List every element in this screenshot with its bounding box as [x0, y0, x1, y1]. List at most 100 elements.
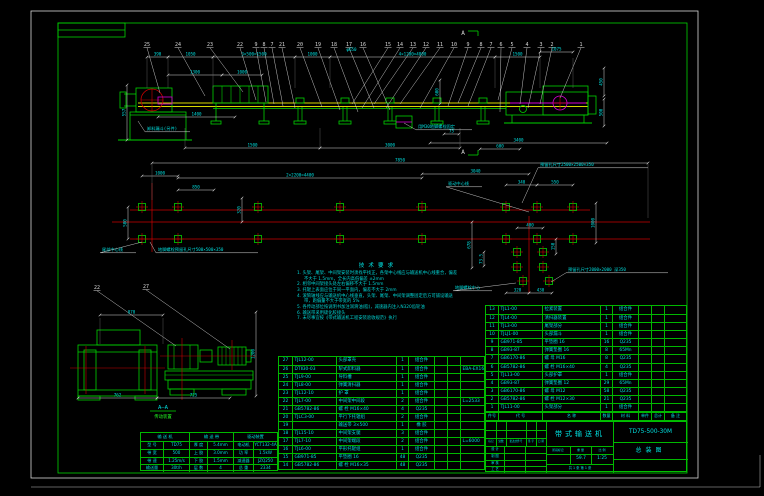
drawing-title: 带式输送机 — [555, 430, 605, 438]
table-cell: 组合件 — [408, 438, 434, 445]
table-cell: TJL15-10 — [292, 430, 336, 437]
table-cell — [638, 355, 651, 363]
params-cell: 总 重 — [233, 465, 253, 472]
balloon-label: 8 — [479, 42, 482, 48]
dim-tick — [240, 196, 244, 200]
table-cell: 19 — [282, 423, 289, 428]
dim-tick — [458, 146, 462, 150]
table-cell — [664, 395, 686, 403]
dim-tick — [594, 201, 598, 205]
label-text: 预留孔尺寸2500×2500×350 — [540, 161, 594, 168]
table-cell — [638, 395, 651, 403]
table-cell: 组合件 — [408, 374, 434, 381]
table-cell: 头架部分 — [542, 403, 600, 411]
table-cell — [447, 374, 460, 381]
table-cell — [638, 306, 651, 315]
titleblock-gridline — [546, 454, 613, 455]
idler-bracket — [340, 97, 350, 104]
table-cell — [447, 422, 460, 429]
dim-text: 1000 — [237, 70, 248, 75]
table-cell: 护 罩 — [336, 390, 396, 397]
dim-tick — [482, 264, 486, 268]
table-cell: 组合件 — [612, 306, 638, 315]
table-cell — [434, 382, 447, 389]
titleblock-label: 工 艺 — [491, 467, 499, 472]
leader-line — [145, 289, 231, 350]
params-cell: 型 号 — [147, 442, 157, 447]
params-cell: 层 数 — [189, 465, 207, 472]
dim-tick — [554, 252, 558, 256]
table-cell — [434, 422, 447, 429]
dim-tick — [470, 220, 474, 224]
table-cell — [651, 323, 664, 331]
dim-tick — [166, 55, 170, 59]
drawing-number: TD75-500-30M — [628, 429, 672, 435]
titleblock-label: 比 例 — [598, 448, 606, 452]
table-cell: 2 — [396, 414, 408, 421]
dim-tick — [318, 146, 322, 150]
weight-value: 59.7 — [576, 456, 586, 461]
leader-line — [361, 47, 401, 109]
section-view-subtitle: 传动装置 — [154, 413, 172, 420]
dim-text: 1000 — [155, 171, 166, 176]
leader-line — [362, 47, 391, 111]
table-cell: 组合件 — [408, 366, 434, 373]
note-item: 2. 相邻中间架接头处左右偏移不大于 1.5mm — [297, 282, 384, 288]
table-cell: Q235 — [408, 454, 434, 461]
dim-tick — [470, 266, 474, 270]
table-cell: 头部漏斗 — [542, 331, 600, 339]
support-foot — [293, 120, 307, 125]
table-cell — [664, 339, 686, 347]
table-cell: 组合件 — [408, 382, 434, 389]
table-cell — [664, 306, 686, 315]
dim-tick — [602, 124, 606, 128]
table-cell — [434, 390, 447, 397]
leader-line — [239, 47, 257, 101]
takeup-bearing — [157, 96, 173, 105]
balloon-label: 5 — [510, 42, 513, 48]
table-cell — [651, 363, 664, 371]
support-foot — [430, 120, 444, 125]
table-cell — [447, 406, 460, 413]
table-cell: 尾架部分 — [542, 323, 600, 331]
dim-tick — [254, 394, 258, 398]
drawing-frame — [57, 22, 688, 474]
dim-tick — [220, 73, 224, 77]
table-cell: GB971-85 — [292, 454, 336, 461]
table-cell: 单件 — [638, 413, 651, 420]
table-cell: GB5782-86 — [292, 406, 336, 413]
table-cell — [651, 371, 664, 379]
table-cell: 输送带 3×500 — [336, 422, 396, 429]
pedestal — [221, 388, 247, 396]
table-cell: GB93-87 — [498, 347, 542, 355]
dim-tick — [442, 132, 446, 136]
dim-tick — [150, 161, 154, 165]
dim-text: 4×1200=4800 — [399, 52, 427, 57]
dim-tick — [176, 174, 180, 178]
balloon-label: 15 — [385, 42, 391, 48]
table-cell — [460, 374, 484, 381]
table-cell: 平垫圈 16 — [542, 339, 600, 347]
table-cell: 23 — [282, 391, 289, 396]
table-cell: 1 — [600, 331, 612, 339]
dim-tick — [161, 313, 165, 317]
table-cell — [460, 414, 484, 421]
table-cell: 螺 栓 M16×40 — [542, 363, 600, 371]
table-cell — [447, 438, 460, 445]
params-cell: YCT132-4A — [253, 442, 277, 449]
table-cell — [664, 379, 686, 387]
table-cell: 4 — [490, 380, 494, 386]
table-cell: 组合件 — [408, 446, 434, 453]
note-item: 6. 输送带采用硫化胶接头 — [297, 310, 346, 316]
